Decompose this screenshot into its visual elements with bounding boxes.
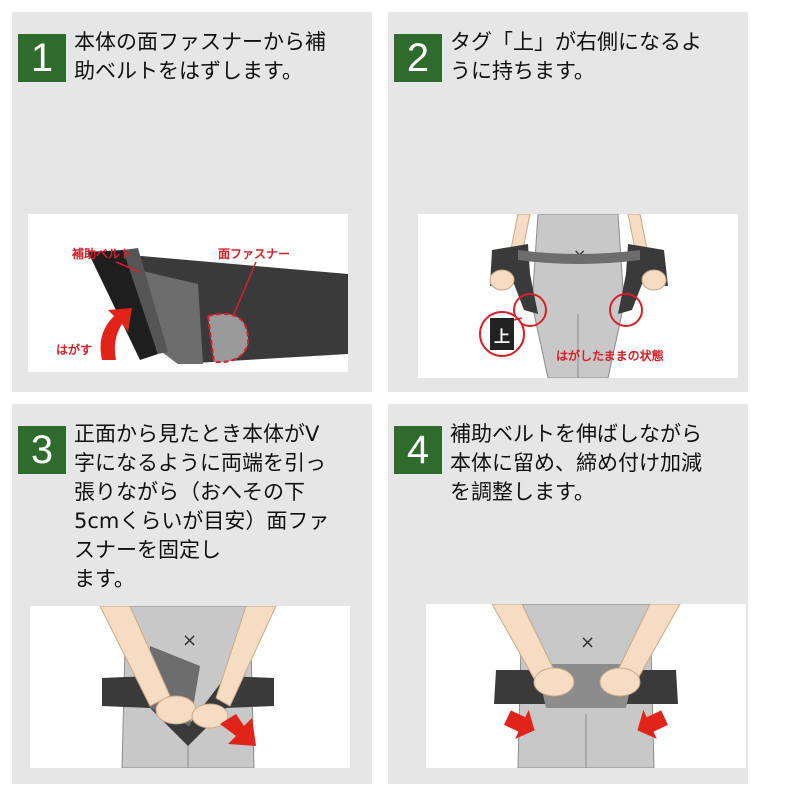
label-state: はがしたままの状態 <box>556 348 664 363</box>
step-instruction: 正面から見たとき本体がV 字になるように両端を引っ 張りながら（おへその下 5c… <box>74 422 330 591</box>
left-hand <box>489 269 515 291</box>
left-arm <box>99 606 171 707</box>
holding-belt-svg: × 上 はがしたままの状態 <box>479 214 668 378</box>
step-number-badge: 2 <box>394 34 442 82</box>
pull-arrow-icon <box>220 714 256 746</box>
highlight-circle-right <box>609 293 643 327</box>
step-instruction: 補助ベルトを伸ばしながら 本体に留め、締め付け加減 を調整します。 <box>450 422 702 504</box>
adjust-svg: × <box>491 604 681 768</box>
step-3-panel: 3 正面から見たとき本体がV 字になるように両端を引っ 張りながら（おへその下 … <box>12 404 372 784</box>
step-2-panel: 2 タグ「上」が右側になるよ うに持ちます。 × 上 はがしたま <box>388 12 748 392</box>
v-shape-fastening-illustration: × <box>30 606 350 768</box>
center-mark: × <box>182 630 197 651</box>
label-auxiliary-belt: 補助ベルト <box>71 246 132 261</box>
center-mark: × <box>580 632 595 653</box>
left-hand <box>533 667 575 697</box>
right-hand <box>191 703 229 729</box>
step-number-badge: 4 <box>394 426 442 474</box>
right-hand <box>599 667 641 697</box>
auxiliary-belt-strap <box>88 250 158 360</box>
tag-label: 上 <box>494 327 510 346</box>
tag-icon <box>490 318 514 350</box>
belt-closeup-svg: 補助ベルト 面ファスナー はがす <box>56 246 348 364</box>
step-instruction: タグ「上」が右側になるよ うに持ちます。 <box>450 30 702 83</box>
step-number-badge: 1 <box>18 34 66 82</box>
tighten-arrow-left-icon <box>504 709 535 739</box>
tighten-arrow-right-icon <box>637 709 668 739</box>
label-peel: はがす <box>56 342 92 357</box>
highlight-circle-left <box>513 293 547 327</box>
step-instruction: 本体の面ファスナーから補 助ベルトをはずします。 <box>74 30 326 83</box>
v-shape-svg: × <box>99 606 277 768</box>
holding-belt-illustration: × 上 はがしたままの状態 <box>418 214 738 378</box>
label-fastener: 面ファスナー <box>218 247 290 261</box>
step-number-badge: 3 <box>18 426 66 474</box>
right-hand <box>641 269 667 291</box>
adjust-tightness-illustration: × <box>426 604 746 768</box>
fastener-patch <box>206 312 250 364</box>
step-1-panel: 1 本体の面ファスナーから補 助ベルトをはずします。 補助ベルト 面ファスナー … <box>12 12 372 392</box>
belt-closeup-illustration: 補助ベルト 面ファスナー はがす <box>28 214 348 372</box>
step-4-panel: 4 補助ベルトを伸ばしながら 本体に留め、締め付け加減 を調整します。 × <box>388 404 748 784</box>
peel-arrow-icon <box>100 308 132 360</box>
right-arm <box>215 606 277 707</box>
belt-band <box>518 250 640 264</box>
left-hand <box>155 695 197 725</box>
